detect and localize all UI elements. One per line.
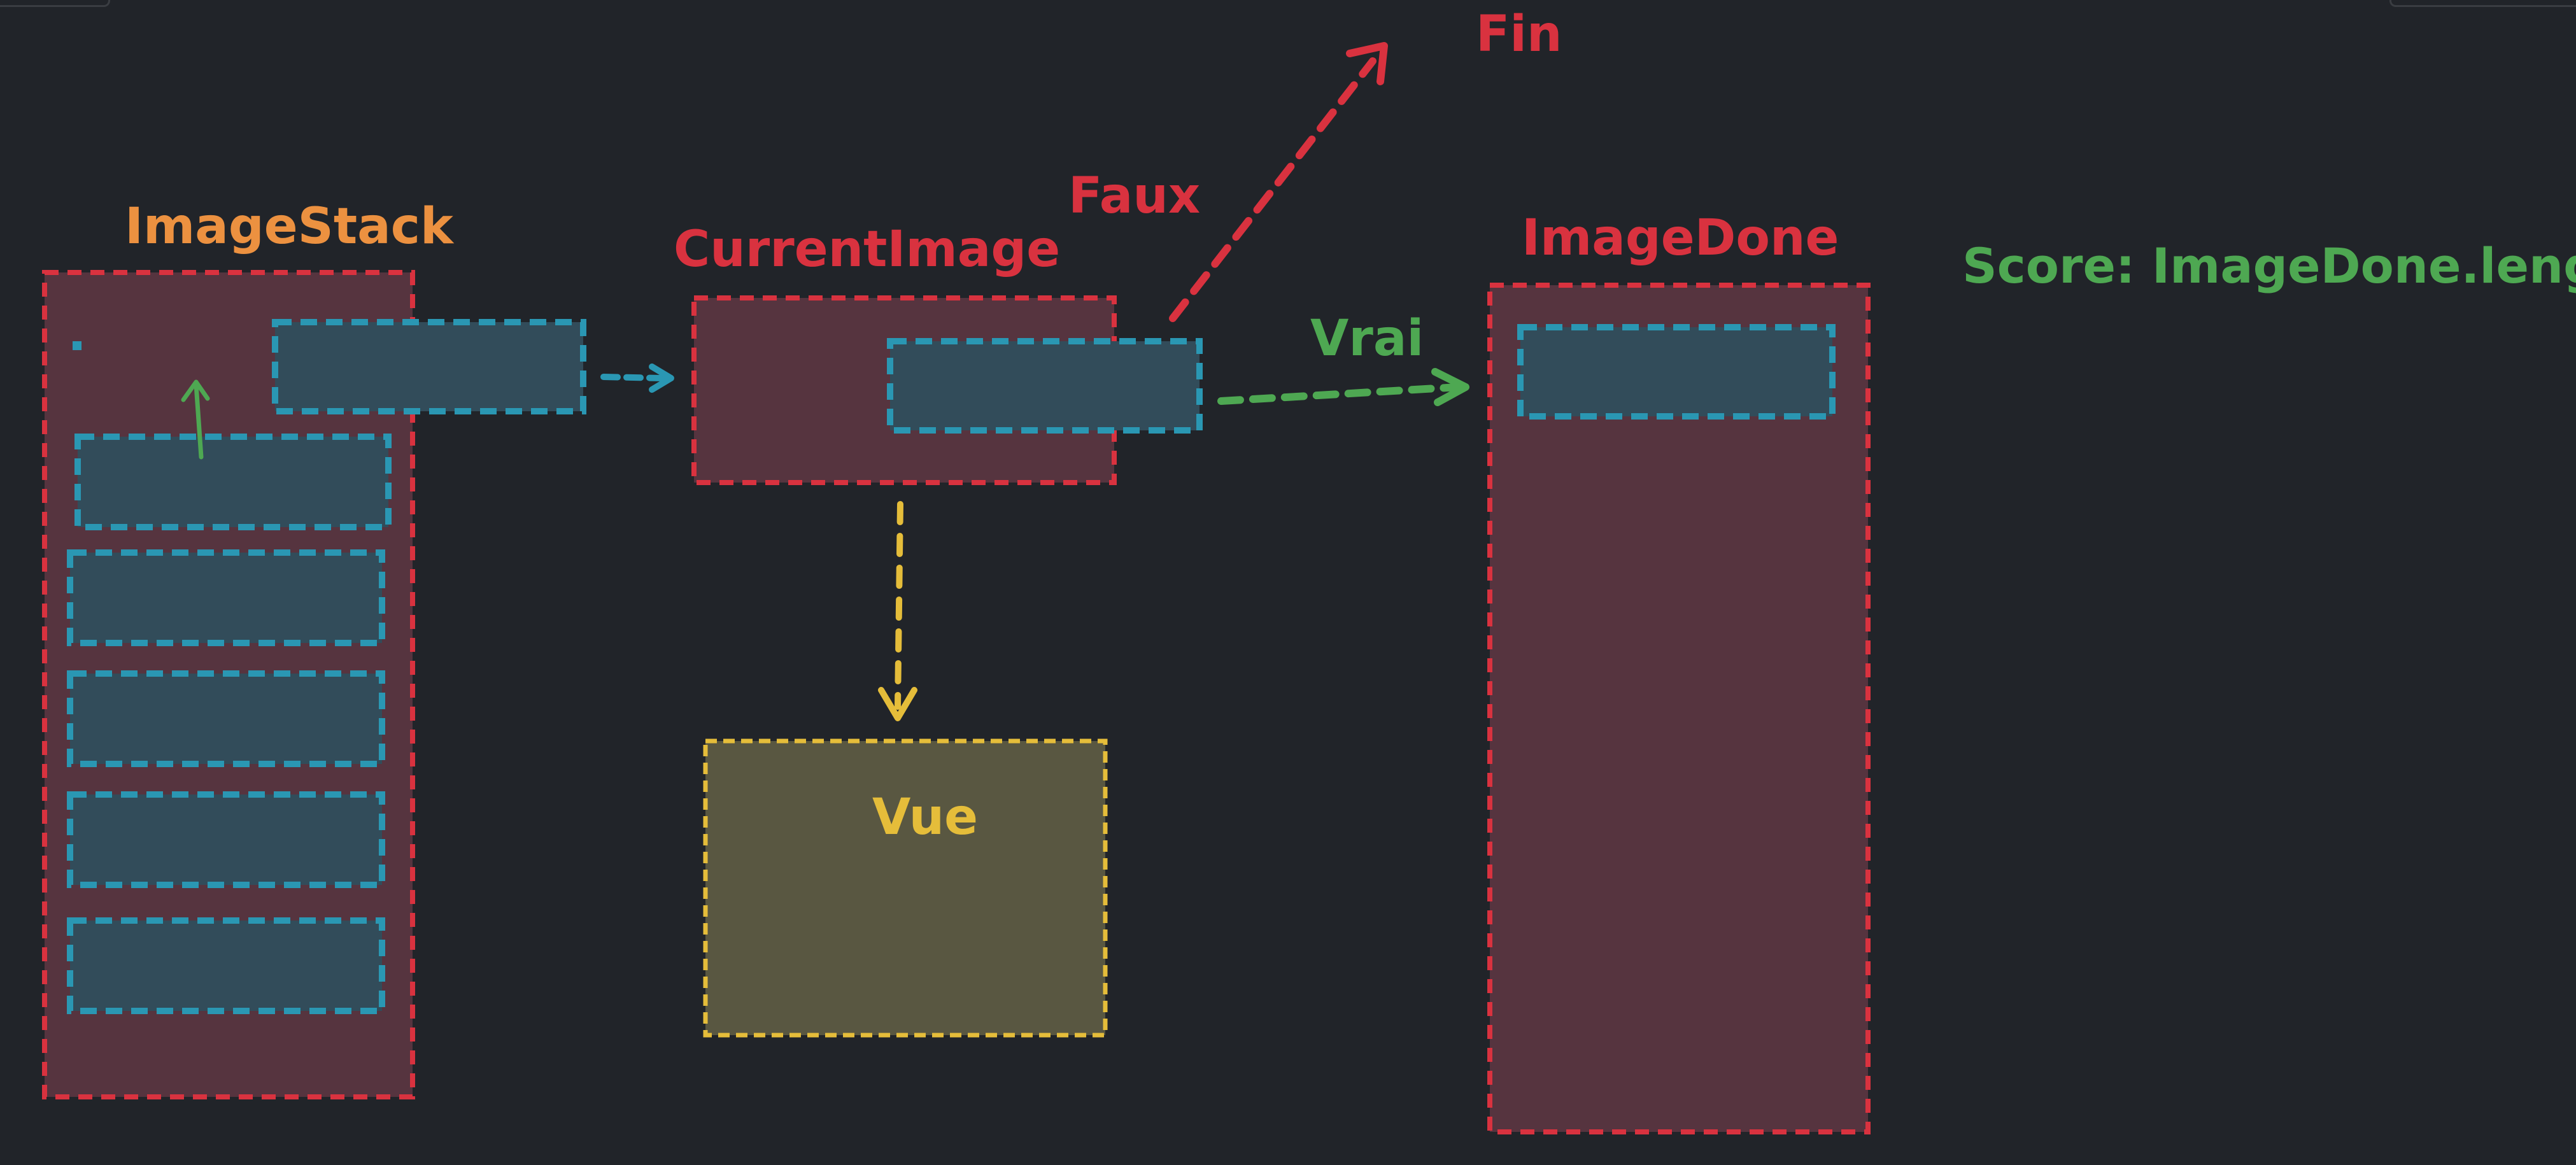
image-done-label: ImageDone [1522, 209, 1839, 267]
current-image-label: CurrentImage [674, 221, 1060, 278]
image-stack-item-2 [67, 549, 385, 646]
current-to-vue-arrow-head [878, 687, 917, 721]
stack-pop-arrow [194, 382, 204, 460]
faux-label: Faux [1068, 167, 1200, 225]
vrai-arrow-head [1431, 368, 1469, 406]
window-corner-left [0, 0, 110, 7]
image-stack-label: ImageStack [125, 198, 455, 255]
image-stack-item-5 [67, 917, 385, 1014]
current-image-item [887, 338, 1203, 434]
image-stack-dot [73, 341, 81, 350]
current-to-vue-arrow [895, 501, 903, 710]
vrai-arrow [1217, 383, 1462, 405]
score-label: Score: ImageDone.length [1962, 237, 2576, 294]
window-corner-right [2389, 0, 2576, 7]
fin-label: Fin [1476, 6, 1562, 63]
vue-label: Vue [872, 789, 978, 846]
faux-arrow-head [1346, 42, 1388, 85]
image-stack-item-4 [67, 791, 385, 888]
vue-box [703, 738, 1108, 1038]
stack-pop-arrow-head [181, 379, 210, 402]
image-stack-item-3 [67, 670, 385, 767]
faux-arrow [1169, 57, 1376, 322]
image-stack-popped-item [272, 319, 586, 414]
stack-to-current-arrow-head [649, 364, 674, 393]
image-done-item [1517, 324, 1836, 420]
vrai-label: Vrai [1310, 310, 1424, 367]
image-done-container [1487, 283, 1871, 1134]
image-stack-item-1 [74, 434, 392, 530]
stack-to-current-arrow [600, 374, 665, 381]
